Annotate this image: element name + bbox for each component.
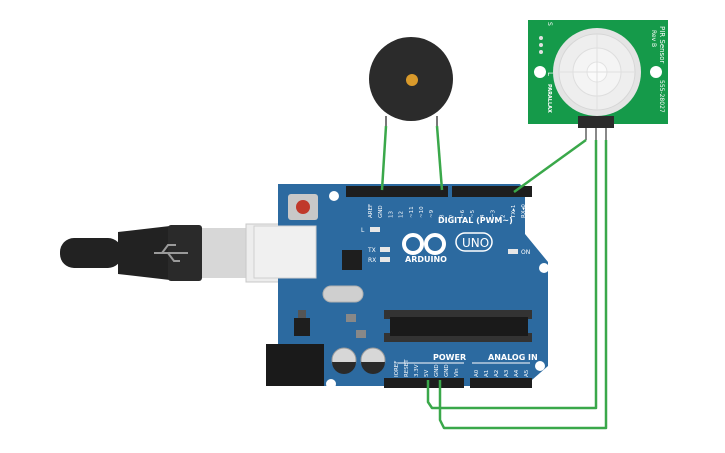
arduino-board: AREF GND 13 12 ~11 ~10 ~9 8 7 ~6 ~5 4 ~3 2 TX▸1 RX◂0 DI… xyxy=(253,184,549,389)
digital-pin-label: ~6 xyxy=(460,209,466,218)
atmega-chip xyxy=(390,317,528,336)
crystal xyxy=(322,285,364,303)
power-pin-label: RESET xyxy=(404,359,410,377)
mount-hole xyxy=(535,361,545,371)
analog-pin-label: A4 xyxy=(514,369,520,377)
led-rx xyxy=(380,257,390,262)
digital-pin-label: 8 xyxy=(439,214,445,218)
digital-pin-label: TX▸1 xyxy=(511,205,517,219)
digital-pin-label: 2 xyxy=(501,215,507,219)
led-tx-label: TX xyxy=(367,247,376,254)
usb-symbol-icon xyxy=(154,244,188,262)
jumper-pins xyxy=(539,36,543,54)
digital-header[interactable] xyxy=(346,186,532,197)
atmega-socket xyxy=(384,310,532,319)
wire-pir-vcc-5v xyxy=(426,140,598,410)
wire-pir-signal-pin2 xyxy=(513,138,587,194)
usb-chip xyxy=(342,250,362,270)
pir-rev: Rev B xyxy=(650,30,657,47)
digital-header-label: DIGITAL (PWM~) xyxy=(438,216,513,225)
fresnel-lens-dome xyxy=(553,28,641,116)
analog-header-label: ANALOG IN xyxy=(488,353,538,362)
usb-port xyxy=(253,225,317,279)
power-pin-labels: IOREF RESET 3.3V 5V GND GND Vin xyxy=(394,359,460,377)
led-l-label: L xyxy=(361,227,365,234)
digital-pin-label: 12 xyxy=(399,211,405,218)
analog-pin-labels: A0 A1 A2 A3 A4 A5 xyxy=(474,369,530,377)
analog-pin-label: A3 xyxy=(504,369,510,377)
analog-pin-label: A2 xyxy=(494,370,500,377)
digital-pin-label: ~11 xyxy=(409,206,415,218)
power-header[interactable] xyxy=(384,378,464,388)
digital-pin-label: GND xyxy=(378,205,384,218)
analog-header[interactable] xyxy=(470,378,532,388)
mount-hole xyxy=(329,191,339,201)
digital-pin-label: ~5 xyxy=(470,209,476,218)
power-pin-label: Vin xyxy=(454,368,460,377)
dc-jack xyxy=(266,344,324,386)
digital-pin-label: 13 xyxy=(388,211,394,218)
wires xyxy=(380,125,608,430)
digital-pin-label: ~9 xyxy=(429,209,435,218)
mount-hole xyxy=(326,379,336,389)
pir-part-number: 555-28027 xyxy=(658,80,665,113)
wire-buzzer-pin8 xyxy=(435,125,444,191)
power-pin-label: GND xyxy=(444,364,450,377)
wire-buzzer-gnd xyxy=(380,125,388,191)
arduino-infinity-logo-icon xyxy=(402,233,446,255)
voltage-regulator xyxy=(294,318,310,336)
power-pin-label: 5V xyxy=(424,370,430,377)
led-on-label: ON xyxy=(521,249,530,256)
analog-pin-label: A5 xyxy=(524,369,530,377)
mount-hole xyxy=(539,263,549,273)
power-pin-label: GND xyxy=(434,364,440,377)
digital-pin-label: RX◂0 xyxy=(521,204,527,218)
capacitors xyxy=(331,347,386,374)
led-on xyxy=(508,249,518,254)
arduino-logo-text: ARDUINO xyxy=(405,255,447,264)
analog-pin-label: A1 xyxy=(484,370,490,377)
wire-pir-gnd xyxy=(438,140,608,430)
smd-component xyxy=(356,330,366,338)
smd-component xyxy=(346,314,356,322)
led-l xyxy=(370,227,380,232)
digital-pin-label: ~3 xyxy=(490,209,496,218)
pir-pin-s-label: S xyxy=(546,22,553,26)
analog-pin-label: A0 xyxy=(474,369,480,377)
led-tx xyxy=(380,247,390,252)
power-header-label: POWER xyxy=(433,353,466,362)
uno-label: UNO xyxy=(462,236,489,250)
digital-pin-label: 4 xyxy=(480,214,486,218)
piezo-buzzer[interactable] xyxy=(369,37,453,126)
digital-pin-labels: AREF GND 13 12 ~11 ~10 ~9 8 7 ~6 ~5 4 ~3 2 TX▸1 RX◂0 xyxy=(368,204,527,219)
digital-pin-label: 7 xyxy=(450,214,456,218)
digital-pin-label: ~10 xyxy=(419,206,425,218)
led-rx-label: RX xyxy=(368,257,376,264)
power-pin-label: IOREF xyxy=(394,361,400,377)
digital-pin-label: AREF xyxy=(368,204,374,218)
reset-button[interactable] xyxy=(288,194,318,220)
power-pin-label: 3.3V xyxy=(414,364,420,377)
pir-title: PIR Sensor xyxy=(658,26,666,63)
pir-mode-label: L xyxy=(546,72,554,76)
pir-brand-label: PARALLAX xyxy=(546,84,552,113)
pir-sensor[interactable]: L PARALLAX S PIR Sensor Rev B 555-28027 xyxy=(528,20,668,140)
